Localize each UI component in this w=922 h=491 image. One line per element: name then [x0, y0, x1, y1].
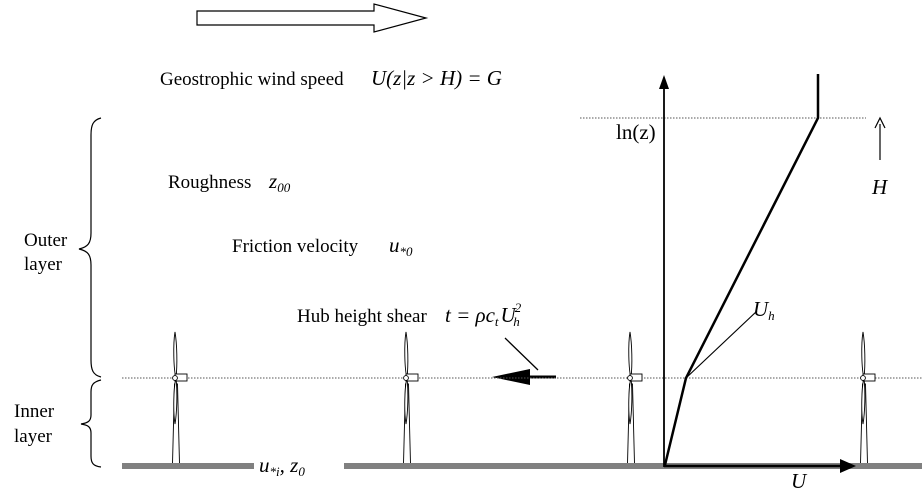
ground-strip-left — [122, 463, 254, 469]
friction-velocity-symbol: u*0 — [389, 233, 413, 259]
wind-turbine-1 — [173, 332, 188, 464]
y-axis-label: ln(z) — [616, 120, 656, 144]
velocity-profile-curve — [665, 74, 818, 465]
hub-shear-label: Hub height shear — [297, 306, 427, 327]
wind-turbine-2 — [404, 332, 419, 464]
hub-velocity-pointer — [686, 311, 757, 378]
boundary-height-label: H — [871, 175, 889, 199]
wind-direction-arrow — [197, 4, 426, 32]
shear-arrow-head — [492, 369, 530, 385]
ground-roughness-label: u*i, z0 — [259, 453, 305, 479]
y-axis-arrowhead — [659, 75, 669, 89]
x-axis-arrowhead — [840, 459, 856, 473]
wind-turbine-3 — [628, 332, 643, 464]
shear-pointer-line — [505, 338, 538, 370]
friction-velocity-label: Friction velocity — [232, 236, 359, 257]
outer-layer-label-1: Outer — [24, 230, 68, 251]
geostrophic-label: Geostrophic wind speed — [160, 69, 344, 90]
outer-layer-brace — [79, 118, 101, 377]
x-axis-label: U — [791, 469, 808, 491]
roughness-label: Roughness — [168, 172, 251, 193]
inner-layer-brace — [81, 380, 101, 467]
inner-layer-label-2: layer — [14, 426, 53, 447]
roughness-symbol: z00 — [268, 169, 291, 195]
inner-layer-label-1: Inner — [14, 401, 55, 422]
geostrophic-formula: U(z|z > H) = G — [371, 66, 502, 90]
outer-layer-label-2: layer — [24, 254, 63, 275]
hub-velocity-label: Uh — [753, 297, 775, 323]
wind-turbine-4 — [861, 332, 876, 464]
